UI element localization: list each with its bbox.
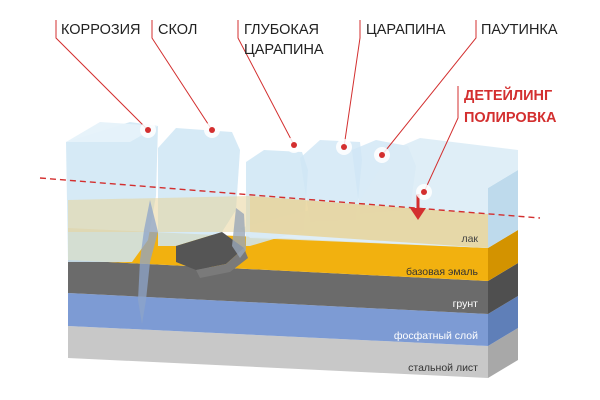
clearcoat-side	[488, 170, 518, 248]
layer-label-clearcoat: лак	[461, 233, 478, 245]
label-spiderweb: ПАУТИНКА	[481, 22, 558, 38]
layer-label-phosphate: фосфатный слой	[394, 330, 478, 342]
leader-deep-scratch	[237, 20, 295, 146]
block-side-faces	[488, 170, 518, 378]
leader-corrosion	[55, 20, 149, 131]
label-deep-scratch-1: ГЛУБОКАЯ	[244, 22, 319, 38]
callout-markers	[140, 122, 432, 200]
deep-scratch-cut	[232, 208, 246, 258]
phosphate-layer	[68, 293, 488, 346]
steel-side	[488, 328, 518, 378]
primer-side	[488, 263, 518, 314]
damage-cavities	[138, 200, 248, 324]
callout-labels: КОРРОЗИЯ СКОЛ ГЛУБОКАЯ ЦАРАПИНА ЦАРАПИНА…	[61, 22, 558, 126]
label-scratch: ЦАРАПИНА	[366, 22, 446, 38]
label-detailing-2: ПОЛИРОВКА	[464, 110, 557, 126]
phosphate-side	[488, 296, 518, 346]
polished-tinted-zone	[250, 196, 488, 248]
label-chip: СКОЛ	[158, 22, 197, 38]
primer-layer	[68, 260, 488, 314]
leader-detailing	[423, 86, 459, 193]
layer-label-steel: стальной лист	[408, 362, 478, 374]
leader-spiderweb	[381, 20, 477, 156]
label-deep-scratch-2: ЦАРАПИНА	[244, 42, 324, 58]
enamel-side	[488, 230, 518, 281]
leader-scratch	[343, 20, 361, 148]
clearcoat-blocks	[66, 122, 518, 262]
corrosion-crack	[138, 200, 158, 324]
layer-label-primer: грунт	[453, 298, 479, 310]
polishing-depth-line	[39, 177, 541, 219]
layer-labels: лак базовая эмаль грунт фосфатный слой с…	[394, 233, 479, 374]
leader-chip	[151, 20, 213, 131]
label-detailing-1: ДЕТЕЙЛИНГ	[464, 86, 552, 104]
clearcoat-band	[68, 196, 250, 232]
callout-leaders	[55, 20, 477, 193]
chip-cavity	[176, 232, 244, 270]
chip-cavity-floor	[196, 248, 248, 278]
clearcoat-top-corrosion	[66, 122, 158, 142]
steel-layer	[68, 326, 488, 378]
layer-label-base-enamel: базовая эмаль	[406, 266, 478, 278]
label-corrosion: КОРРОЗИЯ	[61, 22, 141, 38]
